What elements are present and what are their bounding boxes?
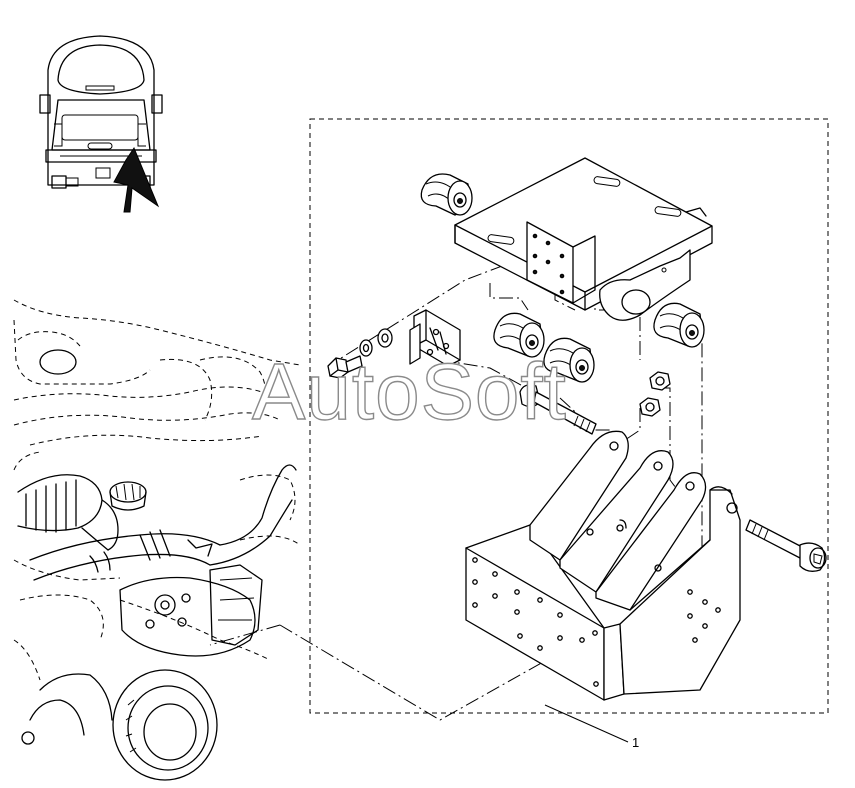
long-bolt-center	[519, 384, 597, 435]
bus-locator-icon	[39, 35, 163, 213]
intake-hose	[17, 474, 119, 551]
rubber-bushing-top-left	[420, 173, 473, 216]
lock-washer	[359, 339, 373, 357]
hex-nut-lower	[639, 397, 661, 417]
engine-mount-bracket	[465, 430, 741, 701]
callout-number: 1	[632, 735, 640, 750]
crankshaft-pulley	[21, 669, 218, 781]
kit-boundary-box	[309, 118, 829, 714]
hex-bolt-left	[327, 355, 363, 379]
small-mounting-bracket	[409, 309, 461, 367]
callout-leader-line	[544, 704, 629, 743]
socket-head-bolt-right	[745, 519, 827, 572]
rubber-bushing-center-left	[493, 312, 545, 358]
engine-block-outline	[13, 299, 301, 681]
mounting-plate-bracket	[454, 157, 713, 321]
flat-washer	[377, 328, 393, 348]
rubber-bushing-right	[653, 302, 705, 348]
alternator-bracket	[119, 564, 263, 657]
hex-nut-upper	[649, 371, 671, 391]
coolant-pipes	[29, 464, 297, 581]
oil-filler-cap	[109, 481, 147, 511]
rubber-bushing-center-right	[543, 337, 595, 383]
